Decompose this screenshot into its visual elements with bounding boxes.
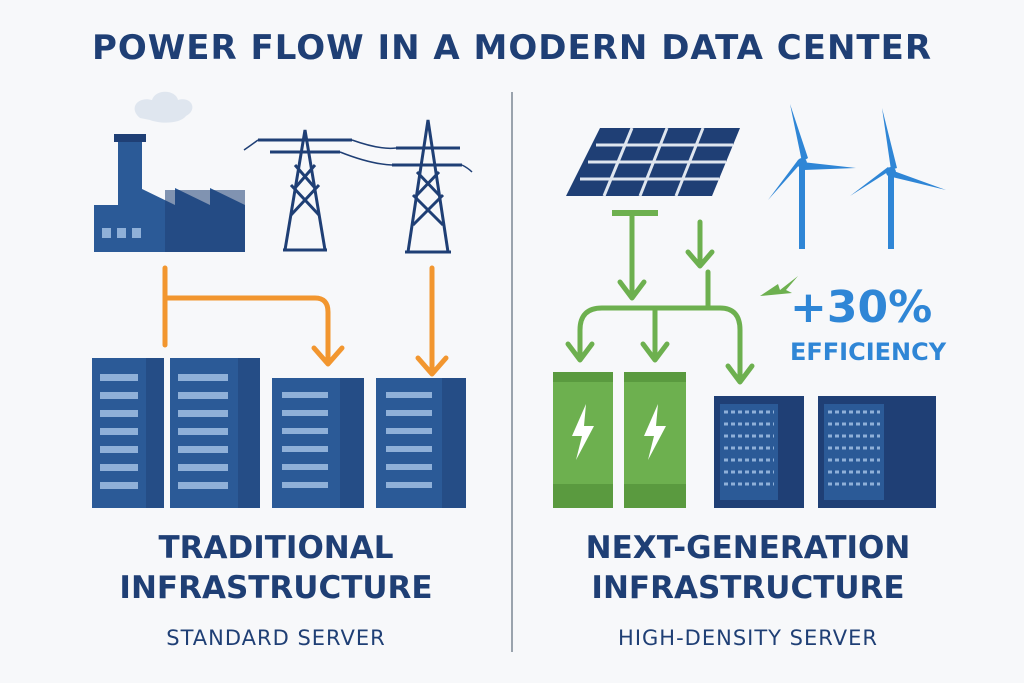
wind-turbine-icon: [850, 108, 946, 249]
page-title: POWER FLOW IN A MODERN DATA CENTER: [91, 28, 933, 68]
server-rack-icon: [272, 378, 364, 508]
battery-icon: [624, 372, 686, 508]
next-generation-heading: NEXT-GENERATION INFRASTRUCTURE: [528, 528, 968, 608]
orange-flow-arrows: [162, 265, 449, 377]
wind-turbine-icon: [768, 104, 856, 249]
transmission-tower-icon: [258, 119, 462, 254]
panel-divider: [511, 92, 513, 652]
traditional-heading: TRADITIONAL INFRASTRUCTURE: [56, 528, 496, 608]
traditional-heading-line2: INFRASTRUCTURE: [119, 570, 433, 606]
traditional-heading-line1: TRADITIONAL: [158, 530, 394, 566]
battery-icon: [553, 372, 613, 508]
server-rack-icon: [714, 396, 804, 508]
high-density-server-label: HIGH-DENSITY SERVER: [618, 626, 878, 650]
efficiency-label: EFFICIENCY: [790, 338, 947, 366]
factory-icon: [94, 91, 245, 252]
server-rack-icon: [170, 358, 260, 508]
server-rack-icon: [92, 358, 164, 508]
lightning-bolt-icon: [644, 404, 666, 460]
power-lines: [243, 139, 473, 173]
standard-server-label: STANDARD SERVER: [166, 626, 386, 650]
trend-up-arrow-icon: [760, 276, 798, 296]
server-rack-icon: [376, 378, 466, 508]
next-generation-heading-line2: INFRASTRUCTURE: [591, 570, 905, 606]
solar-panel-icon: [566, 127, 740, 216]
next-generation-heading-line1: NEXT-GENERATION: [585, 530, 911, 566]
green-flow-arrows: [565, 213, 755, 385]
server-rack-icon: [818, 396, 936, 508]
lightning-bolt-icon: [572, 404, 594, 460]
efficiency-value: +30%: [790, 282, 933, 333]
